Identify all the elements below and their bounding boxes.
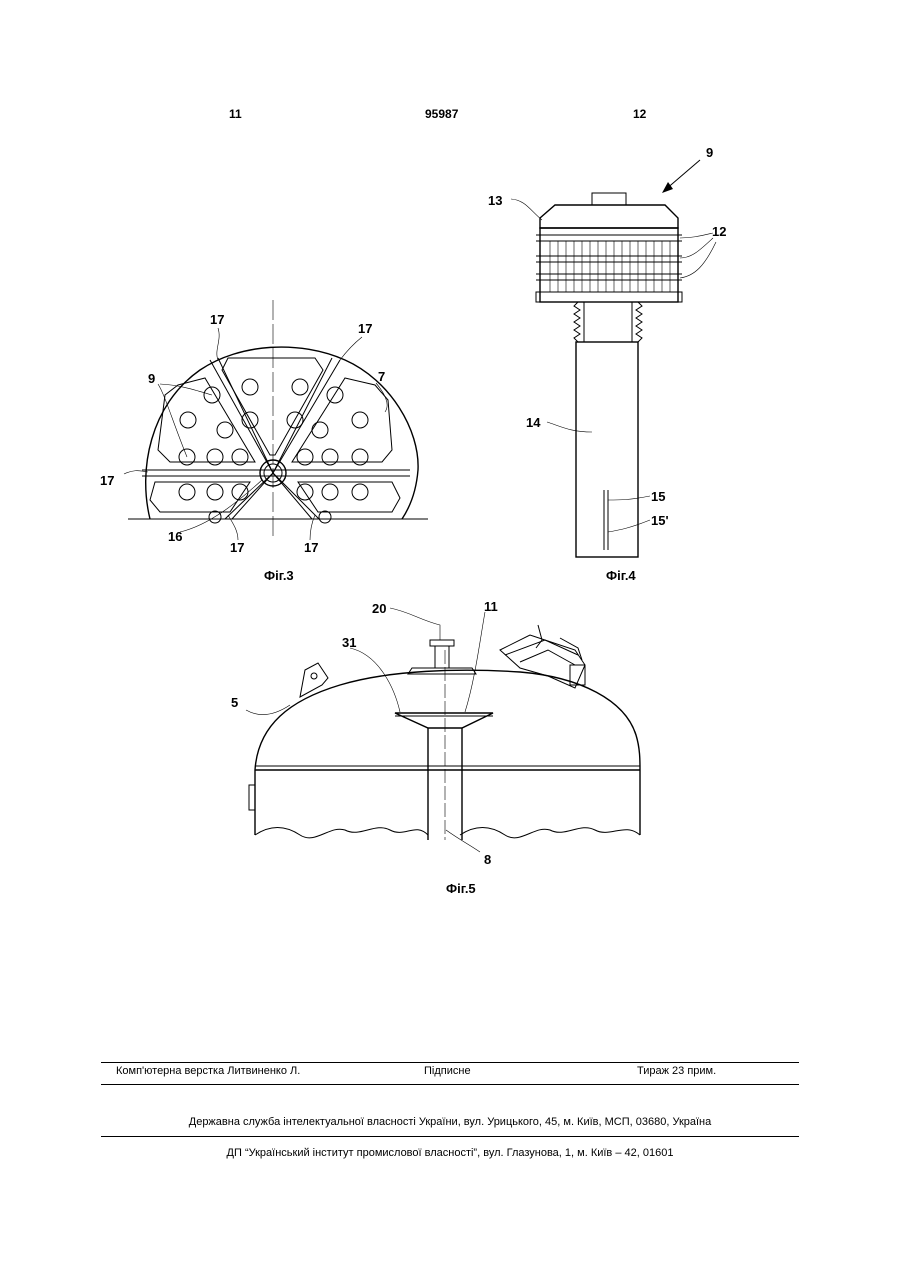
label-20: 20 <box>372 601 386 616</box>
label-17-top-right: 17 <box>358 321 372 336</box>
label-17-top: 17 <box>210 312 224 327</box>
label-17-bottom-2: 17 <box>304 540 318 555</box>
figure-4: 9 13 12 14 15 15' Фіг.4 <box>488 145 726 583</box>
label-13: 13 <box>488 193 502 208</box>
signed-note: Підписне <box>424 1065 471 1077</box>
label-11: 11 <box>484 599 498 614</box>
footer-rule-bottom <box>101 1136 799 1137</box>
label-12: 12 <box>712 224 726 239</box>
footer-rule-middle <box>101 1084 799 1085</box>
label-15-prime: 15' <box>651 513 669 528</box>
label-15: 15 <box>651 489 665 504</box>
label-17-left: 17 <box>100 473 114 488</box>
layout-credit: Комп'ютерна верстка Литвиненко Л. <box>116 1065 300 1077</box>
label-8: 8 <box>484 852 491 867</box>
agency-address: Державна служба інтелектуальної власност… <box>101 1116 799 1128</box>
institute-address: ДП “Український інститут промислової вла… <box>101 1147 799 1159</box>
label-9-fig4: 9 <box>706 145 713 160</box>
label-16: 16 <box>168 529 182 544</box>
fig3-caption: Фіг.3 <box>264 568 294 583</box>
label-14: 14 <box>526 415 541 430</box>
footer-rule-top <box>101 1062 799 1063</box>
label-7: 7 <box>378 369 385 384</box>
fig4-caption: Фіг.4 <box>606 568 636 583</box>
label-5: 5 <box>231 695 238 710</box>
figure-5: 20 11 31 5 8 Фіг.5 <box>231 599 640 896</box>
label-9-fig3: 9 <box>148 371 155 386</box>
circulation-note: Тираж 23 прим. <box>637 1065 716 1077</box>
label-31: 31 <box>342 635 356 650</box>
figure-3: 17 17 9 7 17 16 17 17 Фіг.3 <box>100 300 428 583</box>
label-17-bottom-1: 17 <box>230 540 244 555</box>
fig5-caption: Фіг.5 <box>446 881 476 896</box>
